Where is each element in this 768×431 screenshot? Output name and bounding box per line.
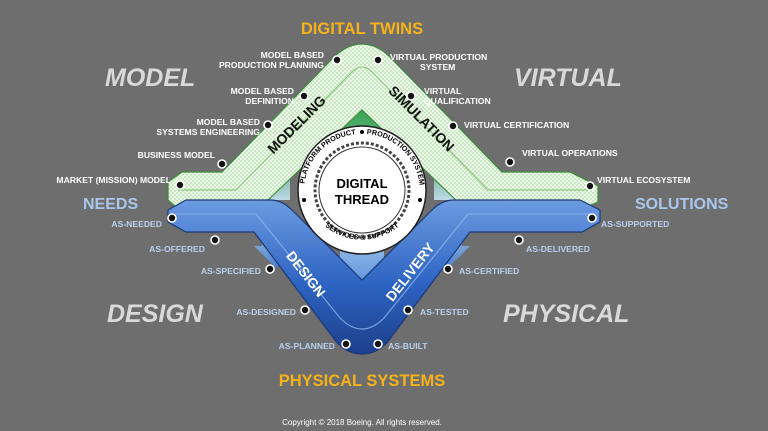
heading-solutions: SOLUTIONS [635, 196, 729, 213]
label-as-certified: AS-CERTIFIED [459, 266, 519, 276]
label-as-built: AS-BUILT [388, 341, 428, 351]
label-mbse-line2: SYSTEMS ENGINEERING [156, 127, 260, 137]
marker-dot [443, 264, 453, 274]
marker-dot [167, 213, 177, 223]
label-business-model: BUSINESS MODEL [138, 150, 215, 160]
marker-dot [406, 91, 416, 101]
heading-virtual: VIRTUAL [514, 64, 622, 92]
digital-thread-circle [297, 125, 427, 255]
marker-dot [341, 339, 351, 349]
label-as-tested: AS-TESTED [420, 307, 469, 317]
label-vq-line1: VIRTUAL [424, 86, 461, 96]
thread-title-line2: THREAD [335, 192, 389, 207]
marker-dot [585, 181, 595, 191]
label-as-delivered: AS-DELIVERED [526, 244, 590, 254]
marker-dot [403, 305, 413, 315]
marker-dot [332, 55, 342, 65]
heading-physical-systems: PHYSICAL SYSTEMS [279, 372, 446, 390]
heading-design: DESIGN [107, 300, 204, 328]
label-mbd-line2: DEFINITION [245, 96, 294, 106]
heading-physical: PHYSICAL [503, 300, 629, 328]
label-virtual-ecosystem: VIRTUAL ECOSYSTEM [597, 175, 690, 185]
label-as-offered: AS-OFFERED [149, 244, 205, 254]
blue-band [167, 199, 601, 355]
marker-dot [210, 235, 220, 245]
label-as-specified: AS-SPECIFIED [201, 266, 261, 276]
label-virtual-operations: VIRTUAL OPERATIONS [522, 148, 618, 158]
label-as-designed: AS-DESIGNED [236, 307, 296, 317]
label-vq-line2: QUALIFICATION [424, 96, 491, 106]
marker-dot [175, 180, 185, 190]
label-virtual-certification: VIRTUAL CERTIFICATION [464, 120, 569, 130]
label-market-model: MARKET (MISSION) MODEL [56, 175, 171, 185]
marker-dot [373, 55, 383, 65]
thread-title-line1: DIGITAL [336, 176, 387, 191]
marker-dot [263, 120, 273, 130]
marker-dot [373, 339, 383, 349]
marker-dot [265, 264, 275, 274]
marker-dot [300, 305, 310, 315]
label-as-supported: AS-SUPPORTED [601, 219, 669, 229]
heading-needs: NEEDS [83, 196, 138, 213]
heading-digital-twins: DIGITAL TWINS [301, 20, 423, 38]
label-mbpp-line2: PRODUCTION PLANNING [219, 60, 324, 70]
label-mbpp-line1: MODEL BASED [261, 50, 324, 60]
label-as-planned: AS-PLANNED [279, 341, 335, 351]
marker-dot [448, 121, 458, 131]
marker-dot [587, 213, 597, 223]
marker-dot [505, 157, 515, 167]
label-vps-line2: SYSTEM [420, 62, 455, 72]
marker-dot [514, 235, 524, 245]
label-mbse-line1: MODEL BASED [197, 117, 260, 127]
label-as-needed: AS-NEEDED [111, 219, 162, 229]
marker-dot [217, 159, 227, 169]
marker-dot [299, 91, 309, 101]
label-mbd-line1: MODEL BASED [231, 86, 294, 96]
label-vps-line1: VIRTUAL PRODUCTION [390, 52, 487, 62]
heading-model: MODEL [105, 64, 195, 92]
copyright-notice: Copyright © 2018 Boeing. All rights rese… [282, 418, 442, 427]
